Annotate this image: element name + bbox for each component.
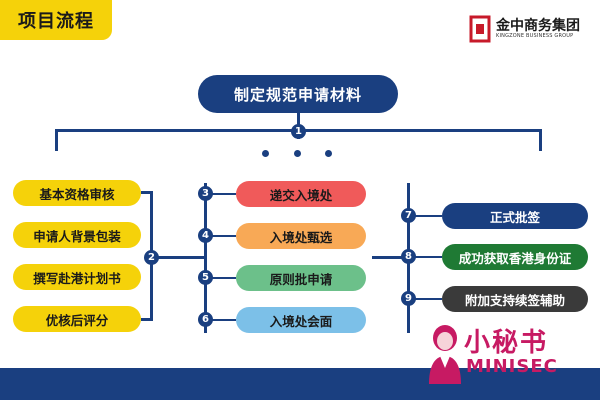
center-spine-line	[204, 183, 207, 333]
bracket-line	[372, 256, 410, 259]
right-step-item: 成功获取香港身份证	[442, 244, 588, 270]
left-step-item: 基本资格审核	[13, 180, 141, 206]
center-step-item: 入境处会面	[236, 307, 366, 333]
step-number-7: 7	[401, 208, 416, 223]
center-step-item: 原则批申请	[236, 265, 366, 291]
main-step-box: 制定规范申请材料	[198, 75, 398, 113]
right-step-item: 附加支持续签辅助	[442, 286, 588, 312]
brand-name-cn: 小秘书	[464, 328, 549, 358]
center-branch-line	[206, 277, 236, 279]
dot	[262, 149, 269, 157]
page-title: 项目流程	[0, 0, 112, 40]
center-branch-line	[206, 319, 236, 321]
step-number-2: 2	[144, 250, 159, 265]
connector-line	[297, 113, 300, 130]
step-number-6: 6	[198, 312, 213, 327]
left-step-item: 申请人背景包装	[13, 222, 141, 248]
left-step-item: 优核后评分	[13, 306, 141, 332]
step-number-9: 9	[401, 291, 416, 306]
step-number-5: 5	[198, 270, 213, 285]
center-branch-line	[206, 235, 236, 237]
bracket-line	[141, 318, 153, 321]
dot	[293, 149, 301, 157]
dot	[325, 149, 332, 157]
right-branch-line	[409, 215, 442, 217]
step-number-8: 8	[401, 249, 416, 264]
right-branch-line	[409, 256, 442, 258]
center-step-item: 递交入境处	[236, 181, 366, 207]
assistant-avatar-icon	[429, 325, 461, 384]
step-number-4: 4	[198, 228, 213, 243]
step-number-1: 1	[291, 124, 306, 139]
center-branch-line	[206, 193, 236, 195]
step-number-3: 3	[198, 186, 213, 201]
right-step-item: 正式批签	[442, 203, 588, 229]
company-logo: 金中商务集团 KINGZONE BUSINESS GROUP	[468, 12, 596, 46]
center-step-item: 入境处甄选	[236, 223, 366, 249]
company-name-en: KINGZONE BUSINESS GROUP	[496, 33, 574, 39]
ellipsis-dots	[262, 145, 332, 161]
left-step-item: 撰写赴港计划书	[13, 264, 141, 290]
brand-logo: 小秘书 MINISEC	[424, 320, 600, 390]
connector-line	[55, 129, 58, 151]
bracket-line	[141, 191, 153, 194]
right-branch-line	[409, 298, 442, 300]
company-name: 金中商务集团	[496, 18, 580, 34]
footer-band	[0, 368, 600, 400]
bracket-line	[152, 256, 204, 259]
brand-name-en: MINISEC	[466, 356, 558, 377]
connector-line	[539, 129, 542, 151]
company-logo-icon	[469, 15, 491, 43]
